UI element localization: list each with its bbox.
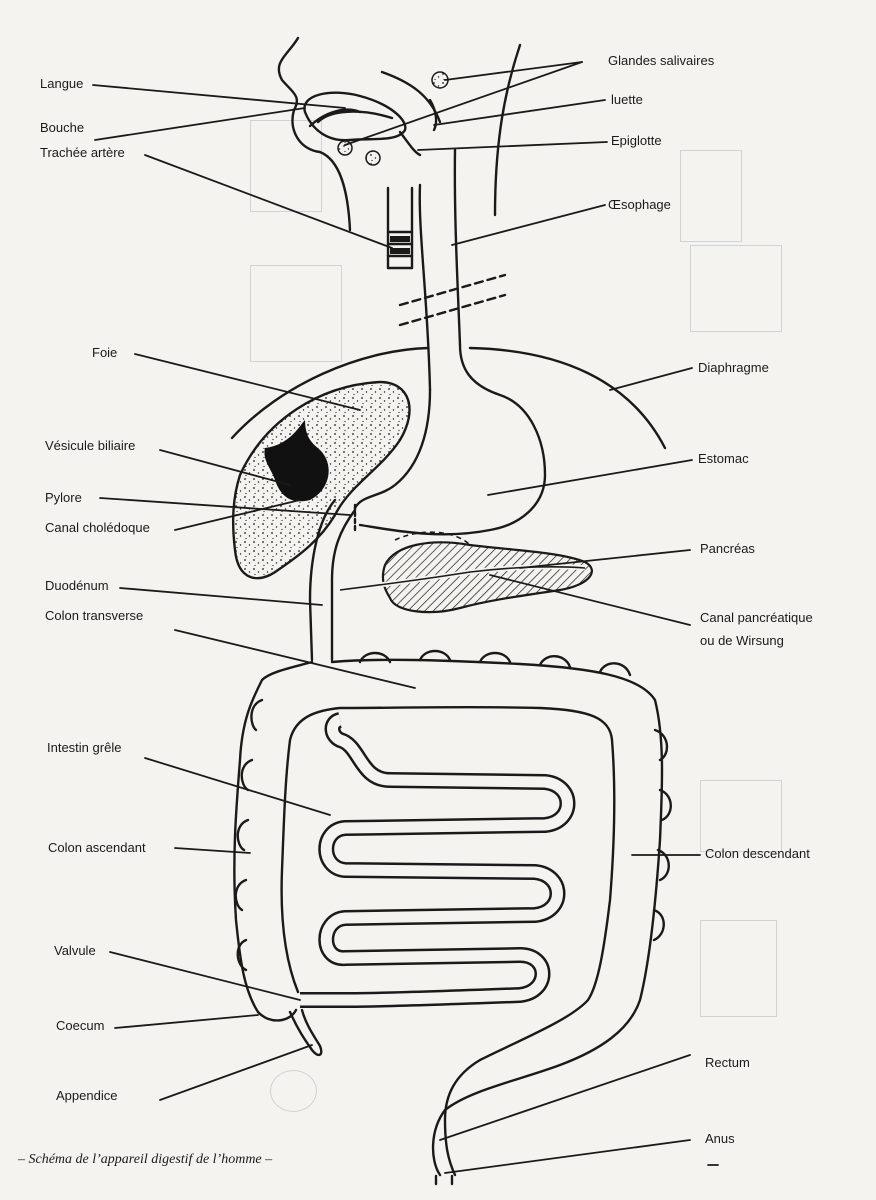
leader-appendice xyxy=(159,1044,313,1101)
label-rectum: Rectum xyxy=(705,1055,750,1070)
label-luette: luette xyxy=(611,92,643,107)
leader-glandes-2 xyxy=(344,61,583,146)
leader-rectum xyxy=(439,1054,691,1141)
label-intestin-grele: Intestin grêle xyxy=(47,740,122,755)
duodenum xyxy=(308,498,357,662)
label-wirsung: ou de Wirsung xyxy=(700,633,784,648)
salivary-glands xyxy=(337,71,449,166)
trachea xyxy=(386,186,414,270)
background-ghost-box xyxy=(250,265,342,362)
leader-oesophage xyxy=(451,204,606,246)
label-oesophage: Œsophage xyxy=(608,197,671,212)
leader-estomac xyxy=(487,459,693,496)
label-valvule: Valvule xyxy=(54,943,96,958)
label-langue: Langue xyxy=(40,76,84,91)
uvula xyxy=(428,98,438,132)
label-appendice: Appendice xyxy=(56,1088,118,1103)
gall-bladder xyxy=(264,420,329,502)
label-anus: Anus xyxy=(705,1131,735,1146)
label-foie: Foie xyxy=(92,345,118,360)
label-pancreas: Pancréas xyxy=(700,541,755,556)
leader-vesicule xyxy=(159,449,291,486)
leader-anus xyxy=(444,1139,691,1174)
label-epiglotte: Epiglotte xyxy=(611,133,662,148)
leader-valvule xyxy=(109,951,301,1001)
leader-pancreas xyxy=(519,549,691,569)
leader-foie xyxy=(134,353,361,411)
label-choledoque: Canal cholédoque xyxy=(45,520,150,535)
background-ghost-box xyxy=(700,780,782,852)
background-ghost-box xyxy=(700,920,777,1017)
label-vesicule: Vésicule biliaire xyxy=(45,438,136,453)
label-bouche: Bouche xyxy=(40,120,85,135)
leader-glandes-1 xyxy=(444,61,583,81)
leader-langue xyxy=(92,84,346,109)
label-canal-pancreatique: Canal pancréatique xyxy=(700,610,813,625)
leader-duodenum xyxy=(119,587,323,606)
leader-lines xyxy=(92,61,719,1174)
mouth-cavity xyxy=(303,91,422,157)
anus xyxy=(434,1174,454,1186)
leader-epiglotte xyxy=(417,141,608,151)
pancreas xyxy=(339,531,593,614)
label-trachee: Trachée artère xyxy=(40,145,125,160)
background-ghost-box xyxy=(690,245,782,332)
label-glandes-salivaires: Glandes salivaires xyxy=(608,53,715,68)
diaphragm xyxy=(230,346,667,450)
background-ghost-box xyxy=(680,150,742,242)
leader-trachee xyxy=(144,154,393,249)
label-colon-descendant: Colon descendant xyxy=(705,846,810,861)
figure-caption: – Schéma de l’appareil digestif de l’hom… xyxy=(18,1152,273,1167)
oesophagus xyxy=(398,148,507,392)
leader-diaphragme xyxy=(609,367,693,391)
leader-colon-ascendant xyxy=(174,847,251,854)
label-coecum: Coecum xyxy=(56,1018,105,1033)
appendix xyxy=(288,1008,323,1057)
tongue xyxy=(308,108,362,128)
stomach xyxy=(353,343,547,536)
small-intestine xyxy=(300,712,576,1008)
leader-wirsung xyxy=(489,574,691,626)
label-pylore: Pylore xyxy=(45,490,82,505)
leader-choledoque xyxy=(174,499,301,531)
leader-intestin-grele xyxy=(144,757,331,816)
leader-bouche xyxy=(94,107,306,141)
background-ghost-box xyxy=(250,120,322,212)
leader-coecum xyxy=(114,1014,259,1029)
label-colon-transverse: Colon transverse xyxy=(45,608,144,623)
background-ghost-box xyxy=(270,1070,317,1112)
label-diaphragme: Diaphragme xyxy=(698,360,769,375)
leader-luette xyxy=(433,99,606,126)
colon xyxy=(233,649,672,1177)
leader-pylore xyxy=(99,497,351,516)
leader-colon-transverse xyxy=(174,629,416,689)
label-colon-ascendant: Colon ascendant xyxy=(48,840,146,855)
label-duodenum: Duodénum xyxy=(45,578,109,593)
label-estomac: Estomac xyxy=(698,451,749,466)
